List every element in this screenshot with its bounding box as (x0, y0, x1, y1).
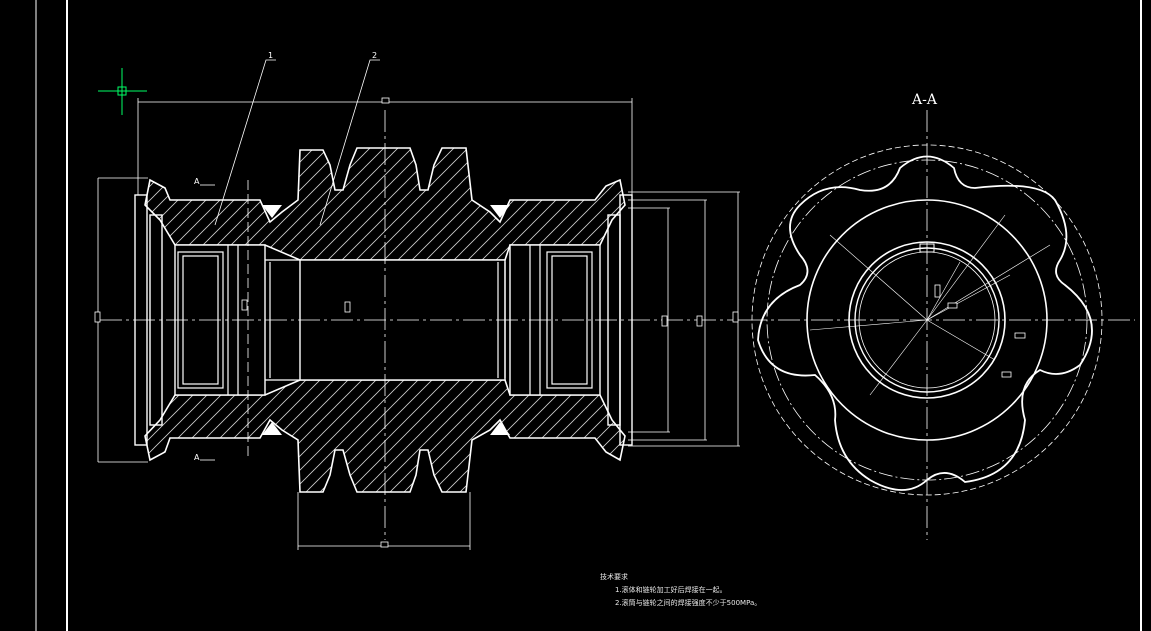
cut-mark-a-top: A (194, 177, 200, 186)
part-number-1: 1 (268, 51, 273, 60)
section-label: A-A (911, 92, 938, 108)
weld-marks (262, 205, 510, 435)
cut-mark-a-bottom: A (194, 453, 200, 462)
section-view-a-a (745, 110, 1135, 540)
drawing-frame (35, 0, 1142, 631)
note-item-2: 2.滚筒与链轮之间的焊接强度不少于500MPa。 (615, 599, 762, 607)
notes-title: 技术要求 (600, 573, 628, 581)
sprocket-outline (757, 155, 1093, 491)
part-number-2: 2 (372, 51, 377, 60)
crosshair-cursor-icon (98, 68, 147, 115)
technical-requirements: 技术要求 1.滚体和链轮加工好后焊接在一起。 2.滚筒与链轮之间的焊接强度不少于… (600, 571, 761, 610)
front-section-view: A A 1 2 (94, 51, 745, 550)
note-item-1: 1.滚体和链轮加工好后焊接在一起。 (615, 586, 727, 594)
